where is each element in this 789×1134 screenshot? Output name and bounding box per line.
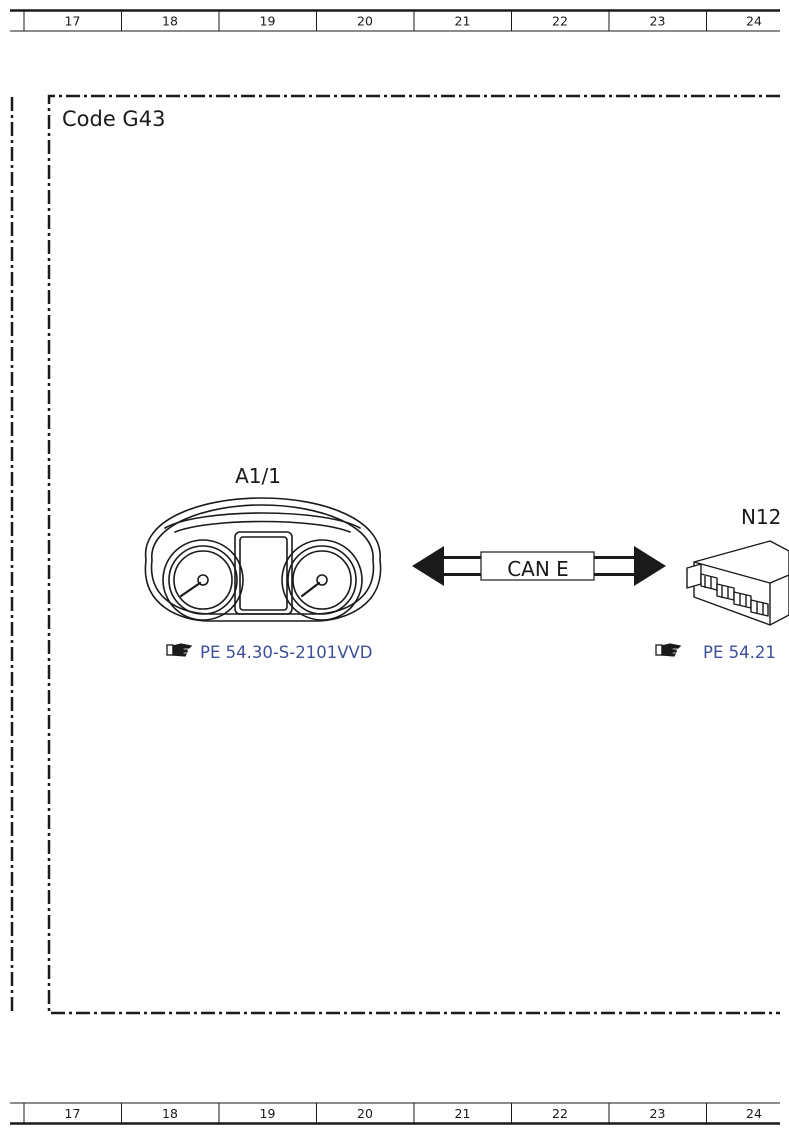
boundary-lines (10, 94, 780, 1015)
hand-pointer-icon (655, 643, 682, 657)
bottom-column-label: 20 (357, 1106, 373, 1121)
bottom-column-label: 18 (162, 1106, 178, 1121)
top-column-ruler: 17 18 19 20 21 22 23 24 (10, 9, 780, 32)
instrument-cluster-icon (144, 497, 382, 622)
bottom-column-label: 24 (746, 1106, 762, 1121)
top-column-label: 22 (552, 14, 568, 29)
instrument-cluster-reference-link[interactable]: PE 54.30-S-2101VVD (200, 643, 373, 662)
can-bus-connection: CAN E (412, 546, 666, 586)
top-column-label: 23 (650, 14, 666, 29)
bottom-column-label: 22 (552, 1106, 568, 1121)
bottom-column-label: 21 (455, 1106, 471, 1121)
control-unit-icon (686, 540, 789, 626)
top-column-label: 20 (357, 14, 373, 29)
control-unit-label: N12 (741, 505, 781, 529)
hand-pointer-icon (166, 643, 193, 657)
code-region-boundary (47, 94, 780, 1015)
top-column-label: 17 (65, 14, 81, 29)
top-column-label: 18 (162, 14, 178, 29)
bottom-column-label: 23 (650, 1106, 666, 1121)
top-column-label: 19 (260, 14, 276, 29)
control-unit-reference[interactable]: PE 54.21 (655, 643, 776, 662)
bottom-column-label: 17 (65, 1106, 81, 1121)
instrument-cluster-label: A1/1 (235, 464, 281, 488)
top-column-label: 24 (746, 14, 762, 29)
instrument-cluster-reference[interactable]: PE 54.30-S-2101VVD (166, 643, 373, 662)
bottom-column-label: 19 (260, 1106, 276, 1121)
top-column-label: 21 (455, 14, 471, 29)
can-bus-label: CAN E (507, 557, 569, 581)
right-arrowhead (634, 546, 666, 586)
code-label: Code G43 (62, 107, 165, 131)
bottom-column-ruler: 17 18 19 20 21 22 23 24 (10, 1102, 780, 1125)
left-arrowhead (412, 546, 444, 586)
control-unit-reference-link[interactable]: PE 54.21 (703, 643, 776, 662)
